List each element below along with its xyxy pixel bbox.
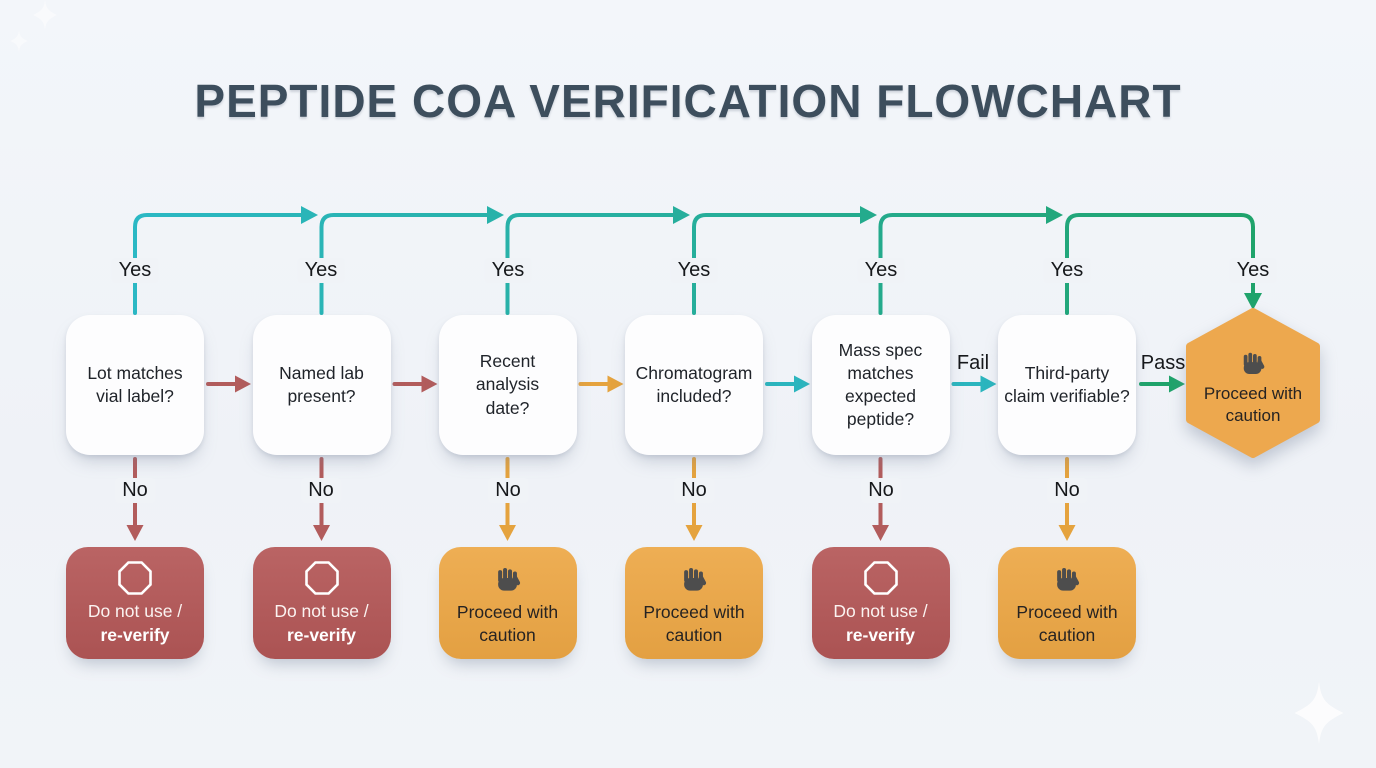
no-arrows: [133, 457, 1069, 529]
yes-bus-arrowheads: [301, 206, 1262, 310]
sparkle-icon: [33, 0, 57, 30]
yes-label-final: Yes: [1229, 258, 1277, 283]
stop-octagon-icon: [117, 560, 153, 596]
no-label-6: No: [1047, 478, 1087, 503]
no-label-3: No: [488, 478, 528, 503]
yes-bus: [133, 213, 1255, 315]
yes-label-6: Yes: [1043, 258, 1091, 283]
no-label-4: No: [674, 478, 714, 503]
question-box-named-lab: Named lab present?: [252, 315, 391, 455]
next-question-arrowheads: [235, 375, 1185, 393]
no-label-5: No: [861, 478, 901, 503]
outcome-box-caution-1: Proceed with caution: [438, 547, 577, 659]
outcome-line2: re-verify: [845, 625, 916, 645]
outcome-line2: re-verify: [286, 625, 357, 645]
yes-label-4: Yes: [670, 258, 718, 283]
yes-label-1: Yes: [111, 258, 159, 283]
stop-octagon-icon: [863, 560, 899, 596]
outcome-text: Proceed with caution: [456, 601, 559, 645]
final-node-text: Proceed with caution: [1203, 383, 1303, 425]
outcome-box-do-not-use-2: Do not use / re-verify: [252, 547, 391, 659]
outcome-line1: Do not use /: [833, 601, 928, 621]
fail-label: Fail: [956, 352, 990, 374]
outcome-text: Proceed with caution: [1016, 601, 1118, 645]
question-box-third-party: Third-party claim verifiable?: [998, 315, 1136, 455]
stop-octagon-icon: [304, 560, 340, 596]
outcome-box-do-not-use-1: Do not use / re-verify: [66, 547, 204, 659]
question-box-recent-date: Recent analysis date?: [438, 315, 577, 455]
pass-label: Pass: [1140, 352, 1186, 374]
question-text: Chromatogram included?: [635, 362, 753, 406]
hand-icon: [1238, 343, 1268, 379]
question-text: Lot matches vial label?: [87, 362, 183, 406]
question-text: Recent analysis date?: [475, 351, 540, 418]
outcome-text: Proceed with caution: [643, 601, 745, 645]
yes-label-2: Yes: [297, 258, 345, 283]
outcome-line1: Do not use /: [274, 601, 369, 621]
no-label-1: No: [115, 478, 155, 503]
outcome-box-caution-3: Proceed with caution: [998, 547, 1136, 659]
hexagon-shape: [1186, 308, 1320, 458]
hand-icon: [492, 560, 524, 596]
sparkle-icon: [1294, 682, 1344, 744]
yes-label-3: Yes: [484, 258, 532, 283]
outcome-box-do-not-use-3: Do not use / re-verify: [811, 547, 950, 659]
question-text: Named lab present?: [279, 362, 364, 406]
question-box-mass-spec: Mass spec matches expected peptide?: [811, 315, 950, 455]
outcome-line2: re-verify: [100, 625, 170, 645]
final-node-proceed-with-caution: Proceed with caution: [1183, 306, 1323, 460]
question-box-lot-matches: Lot matches vial label?: [66, 315, 204, 455]
hand-icon: [1051, 560, 1083, 596]
question-text: Third-party claim verifiable?: [1004, 362, 1130, 406]
page-title: PEPTIDE COA VERIFICATION FLOWCHART: [194, 75, 1182, 127]
no-arrowheads: [126, 525, 1076, 541]
outcome-box-caution-2: Proceed with caution: [625, 547, 763, 659]
sparkle-icon: [10, 30, 28, 52]
question-box-chromatogram: Chromatogram included?: [625, 315, 763, 455]
yes-label-5: Yes: [857, 258, 905, 283]
hand-icon: [678, 560, 710, 596]
question-text: Mass spec matches expected peptide?: [838, 339, 923, 430]
outcome-line1: Do not use /: [87, 601, 183, 621]
no-label-2: No: [301, 478, 341, 503]
